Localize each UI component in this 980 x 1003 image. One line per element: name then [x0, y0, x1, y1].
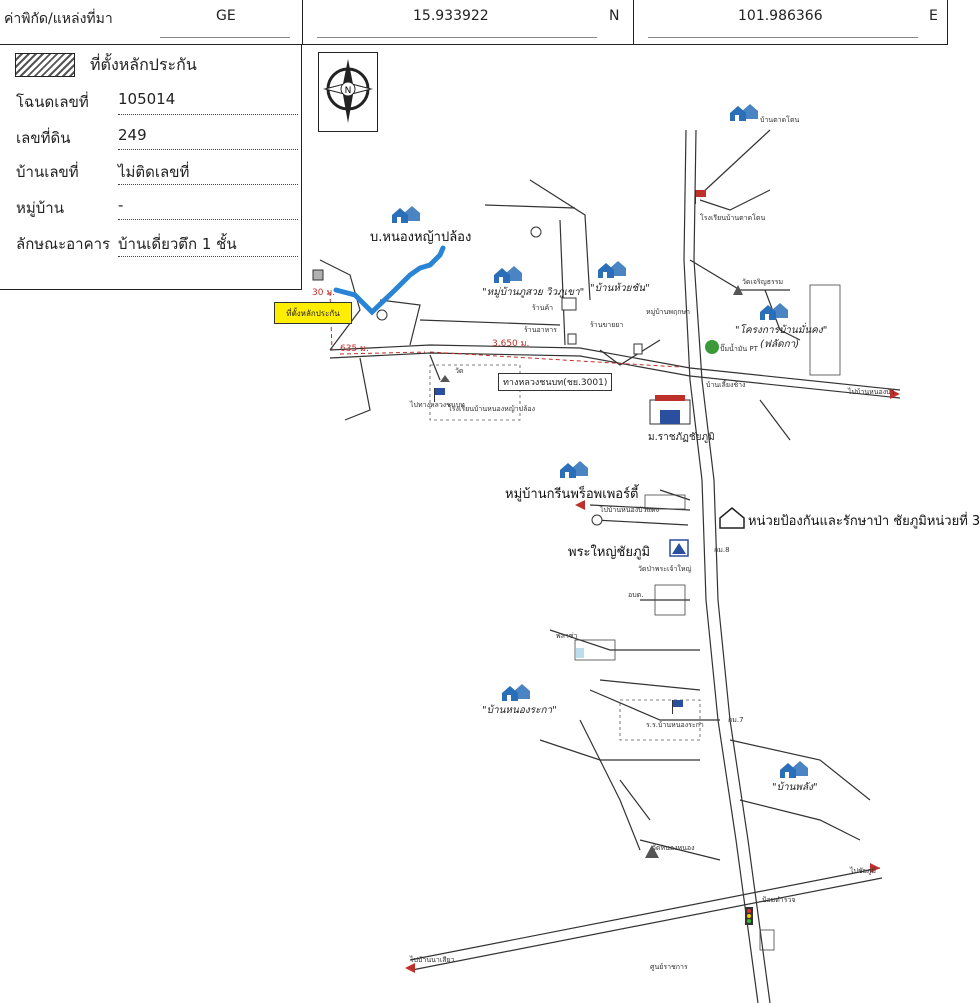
- village-icon: [780, 761, 808, 778]
- map-roads: [312, 129, 901, 1003]
- landmark-pra-yai: พระใหญ่ชัยภูมิ: [568, 545, 651, 560]
- place-label: วัดเจริญธรรม: [742, 278, 784, 286]
- road-3001-label: ทางหลวงชนบท(ชย.3001): [498, 373, 613, 391]
- collateral-label: ที่ตั้งหลักประกัน: [274, 302, 352, 324]
- longitude-unit: E: [929, 8, 938, 24]
- compass-icon: N: [323, 59, 373, 123]
- place-label: บ้านเลี้ยงช้าง: [706, 381, 746, 389]
- place-label: ร้านขายยา: [590, 321, 624, 329]
- place-label: อบต.: [628, 591, 644, 599]
- distance-3650m: 3,650 ม.: [492, 339, 530, 349]
- distance-30m: 30 ม.: [312, 288, 336, 298]
- north-compass: N: [318, 52, 378, 132]
- village-icon: [494, 266, 522, 283]
- village-icon: [598, 261, 626, 278]
- village-green-property: หมู่บ้านกรีนพร็อพเพอร์ตี้: [505, 487, 639, 502]
- latitude-value: 15.933922: [413, 8, 489, 24]
- dotted-line: [118, 184, 298, 185]
- place-label: วัด: [455, 367, 464, 375]
- place-label: บ้านตาดโตน: [760, 116, 800, 124]
- coordinate-bar: ค่าพิกัด/แหล่งที่มา GE 15.933922 N 101.9…: [0, 0, 948, 45]
- underline: [648, 37, 918, 38]
- property-info-box: ที่ตั้งหลักประกัน โฉนดเลขที่ 105014 เลขท…: [0, 44, 302, 290]
- village-label: หมู่บ้าน: [16, 199, 64, 217]
- village-value: -: [118, 196, 124, 214]
- place-label: ร้านค้า: [532, 304, 554, 312]
- place-label: หมู่บ้านพฤกษา: [646, 308, 691, 316]
- village-ban-mankong: "โครงการบ้านมั่นคง": [735, 325, 828, 336]
- place-label: พลาซ่า: [556, 632, 578, 640]
- place-label: ไปบ้านหนองบัวแดง: [600, 506, 659, 514]
- house-no-label: บ้านเลขที่: [16, 163, 79, 181]
- place-label: กม.8: [714, 546, 730, 554]
- underline: [160, 37, 290, 38]
- place-label: ไปบ้านหนองบัว: [848, 388, 895, 396]
- dotted-line: [118, 114, 298, 115]
- house-no-value: ไม่ติดเลขที่: [118, 163, 190, 181]
- collateral-marker: [312, 269, 324, 281]
- place-label: ศูนย์ราชการ: [650, 963, 688, 971]
- village-icon: [392, 206, 420, 223]
- deed-value: 105014: [118, 90, 176, 108]
- legend-hatch-swatch: [15, 53, 75, 77]
- place-label: วัดหนองหนอง: [652, 844, 695, 852]
- source-cell: ค่าพิกัด/แหล่งที่มา GE: [0, 0, 303, 44]
- village-icons: [392, 104, 808, 778]
- village-ban-phlang: "บ้านพลัง": [772, 782, 818, 793]
- village-icon: [502, 684, 530, 701]
- place-label: ป้อมตำรวจ: [762, 896, 796, 904]
- place-label: วัดป่าพระเจ้าใหญ่: [638, 565, 692, 573]
- village-ban-nong-ya: "บ้านหนองระกา": [482, 705, 557, 716]
- legend-label: ที่ตั้งหลักประกัน: [90, 55, 197, 74]
- village-ban-mankong-sub: (ฟลัดกา): [760, 339, 800, 350]
- dotted-line: [118, 219, 298, 220]
- deed-label: โฉนดเลขที่: [16, 93, 89, 111]
- land-no-value: 249: [118, 126, 147, 144]
- underline: [317, 37, 597, 38]
- source-value: GE: [216, 8, 236, 24]
- building-type-value: บ้านเดี่ยวตึก 1 ชั้น: [118, 235, 237, 253]
- landmark-forest-unit: หน่วยป้องกันและรักษาป่า ชัยภูมิหน่วยที่ …: [748, 514, 980, 529]
- distance-635m: 635 ม.: [340, 344, 369, 354]
- place-label: ร้านอาหาร: [524, 326, 557, 334]
- dotted-line: [118, 256, 298, 257]
- longitude-cell: 101.986366 E: [634, 0, 948, 44]
- place-label: ร.ร.บ้านหนองระกา: [646, 721, 704, 729]
- compass-n-label: N: [345, 86, 352, 96]
- village-huai-chan: "บ้านห้วยชัน": [590, 283, 650, 294]
- place-label: ไปบ้านนาเสียว: [410, 956, 455, 964]
- place-label: โรงเรียนบ้านหนองหญ้าปล้อง: [448, 405, 536, 413]
- landmark-rajabhat: ม.ราชภัฏชัยภูมิ: [648, 432, 715, 443]
- building-type-label: ลักษณะอาคาร: [16, 235, 111, 253]
- dotted-line: [118, 149, 298, 150]
- place-label: ปั๊มน้ำมัน PT: [720, 345, 758, 353]
- place-label: กม.7: [728, 716, 744, 724]
- village-nong-ya-plong: บ.หนองหญ้าปล้อง: [370, 230, 472, 245]
- latitude-cell: 15.933922 N: [303, 0, 634, 44]
- village-phu-suay: "หมู่บ้านภูสวย วิวภูเขา": [482, 287, 585, 298]
- village-icon: [560, 461, 588, 478]
- place-label: โรงเรียนบ้านตาดโตน: [700, 214, 766, 222]
- source-label: ค่าพิกัด/แหล่งที่มา: [4, 11, 113, 27]
- village-icon: [760, 303, 788, 320]
- land-no-label: เลขที่ดิน: [16, 129, 71, 147]
- place-label: ไปทางหลวงชนบท: [410, 401, 465, 409]
- longitude-value: 101.986366: [738, 8, 823, 24]
- place-label: ไปชัยภูมิ: [850, 867, 877, 875]
- latitude-unit: N: [609, 8, 620, 24]
- village-icon: [730, 104, 758, 121]
